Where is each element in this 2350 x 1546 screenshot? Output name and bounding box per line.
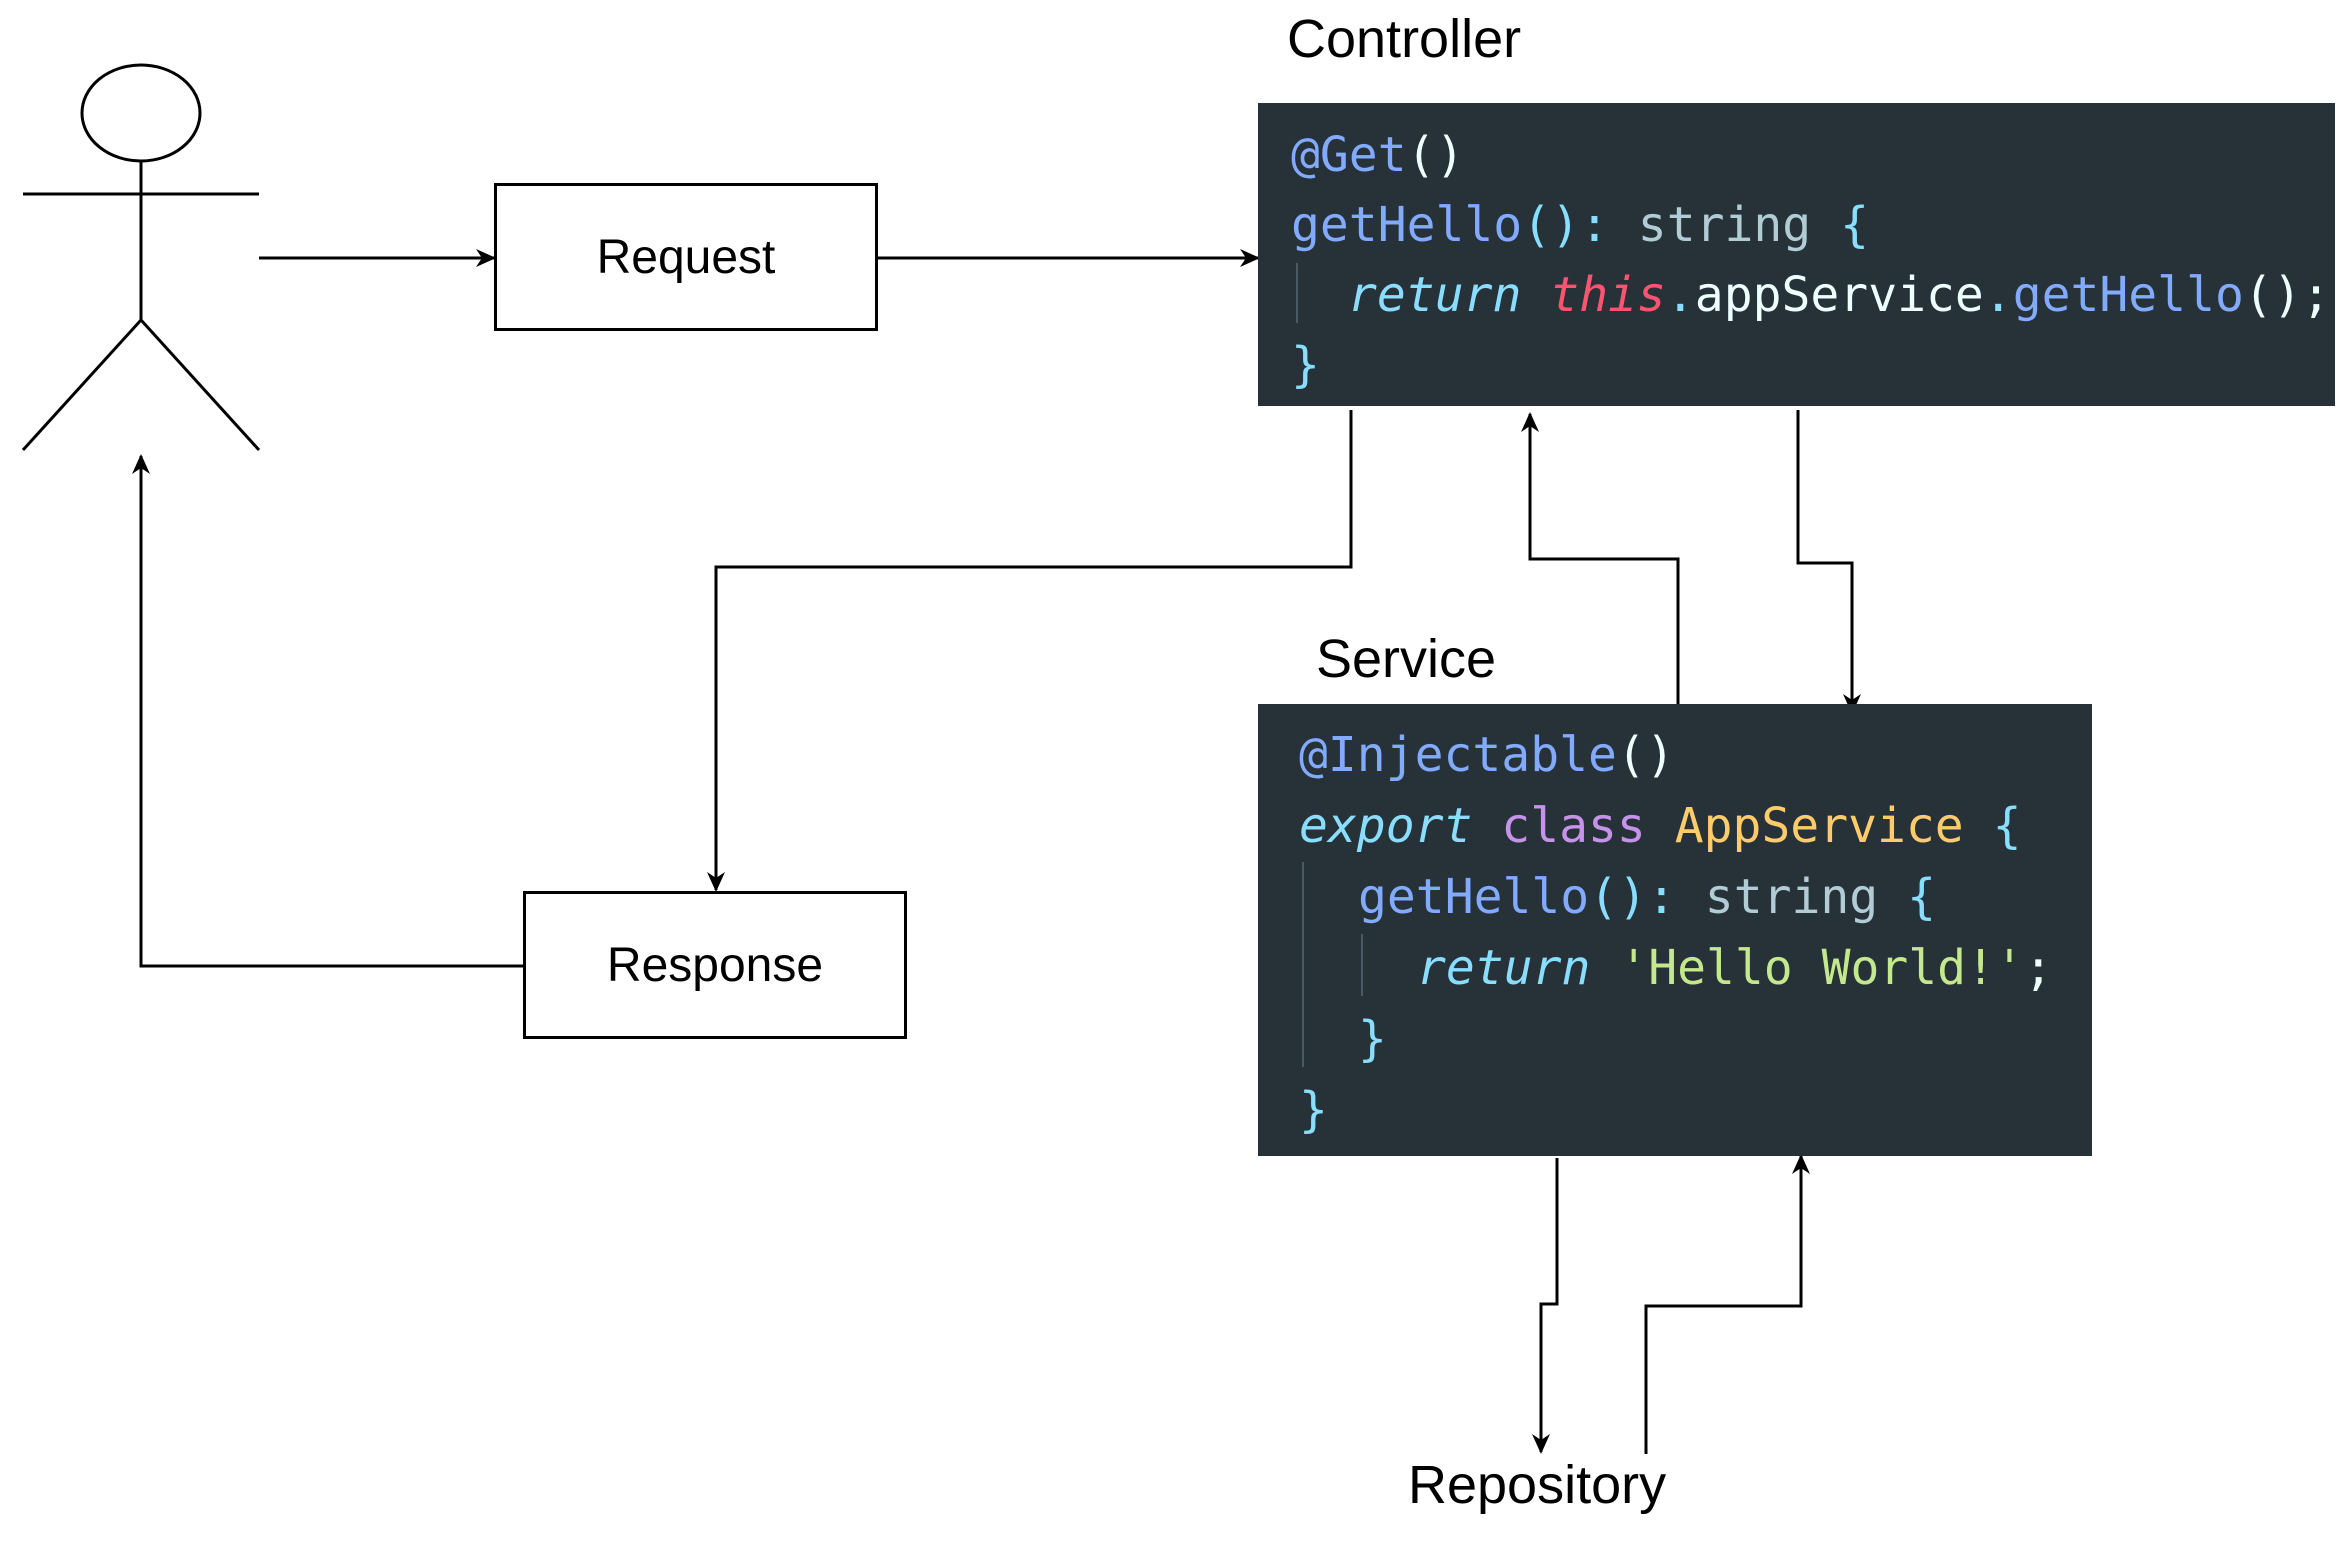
controller-label: Controller (1287, 9, 1522, 69)
arrow-response-to-actor (132, 454, 523, 968)
call-parens: (); (2243, 267, 2331, 323)
semicolon: ; (2023, 940, 2053, 996)
actor-left-leg (21, 318, 143, 452)
return-keyword: return (1417, 940, 1591, 996)
decorator-name: Injectable (1327, 727, 1617, 783)
decorator-parens: () (1616, 727, 1675, 783)
service-code-line-5: } (1358, 1009, 1387, 1069)
decorator-at: @ (1291, 127, 1320, 183)
service-label: Service (1316, 629, 1497, 689)
repository-label: Repository (1408, 1455, 1667, 1515)
close-brace: } (1291, 337, 1320, 393)
open-brace: { (1840, 197, 1869, 253)
class-keyword: class (1501, 798, 1646, 854)
open-brace: { (1907, 869, 1936, 925)
arrow-service-to-repository (1532, 1158, 1559, 1454)
close-brace: } (1299, 1082, 1328, 1138)
indent-guide (1361, 934, 1363, 996)
controller-code-line-3: return this.appService.getHello(); (1348, 265, 2331, 325)
this-keyword: this (1550, 267, 1666, 323)
class-name: AppService (1674, 798, 1964, 854)
arrow-controller-to-service (1796, 410, 1861, 714)
method-name: getHello (1358, 869, 1590, 925)
actor-icon (21, 63, 261, 452)
service-code-line-3: getHello(): string { (1358, 867, 1936, 927)
actor-head (80, 63, 202, 163)
controller-code-line-4: } (1291, 335, 1320, 395)
indent-guide (1296, 263, 1298, 323)
called-method: getHello (2012, 267, 2244, 323)
open-brace: { (1992, 798, 2022, 854)
service-code-block: @Injectable() export class AppService { … (1258, 704, 2092, 1156)
indent-guide (1302, 862, 1304, 1067)
arrow-controller-to-response (707, 410, 1353, 892)
method-parens: () (1589, 869, 1647, 925)
service-code-line-6: } (1299, 1080, 1328, 1140)
member-dot: . (1665, 267, 1695, 323)
service-code-line-2: export class AppService { (1299, 796, 2022, 856)
return-keyword: return (1348, 267, 1522, 323)
decorator-at: @ (1299, 727, 1328, 783)
controller-code-line-2: getHello(): string { (1291, 195, 1869, 255)
return-type: string (1704, 869, 1879, 925)
return-type-colon: : (1579, 197, 1609, 253)
arrow-service-to-controller (1521, 412, 1680, 704)
decorator-parens: () (1406, 127, 1465, 183)
return-type: string (1637, 197, 1812, 253)
actor-right-leg (139, 318, 261, 452)
string-literal: 'Hello World!' (1619, 940, 2024, 996)
close-brace: } (1358, 1011, 1387, 1067)
return-type-colon: : (1646, 869, 1676, 925)
service-code-line-1: @Injectable() (1299, 725, 1675, 785)
decorator-name: Get (1319, 127, 1407, 183)
member-dot: . (1983, 267, 2013, 323)
arrow-repository-to-service (1644, 1154, 1810, 1454)
service-property: appService (1694, 267, 1984, 323)
method-parens: () (1522, 197, 1580, 253)
response-box: Response (523, 891, 907, 1039)
request-box: Request (494, 183, 878, 331)
controller-code-block: @Get() getHello(): string { return this.… (1258, 103, 2335, 406)
method-name: getHello (1291, 197, 1523, 253)
controller-code-line-1: @Get() (1291, 125, 1464, 185)
export-keyword: export (1299, 798, 1473, 854)
service-code-line-4: return 'Hello World!'; (1417, 938, 2053, 998)
